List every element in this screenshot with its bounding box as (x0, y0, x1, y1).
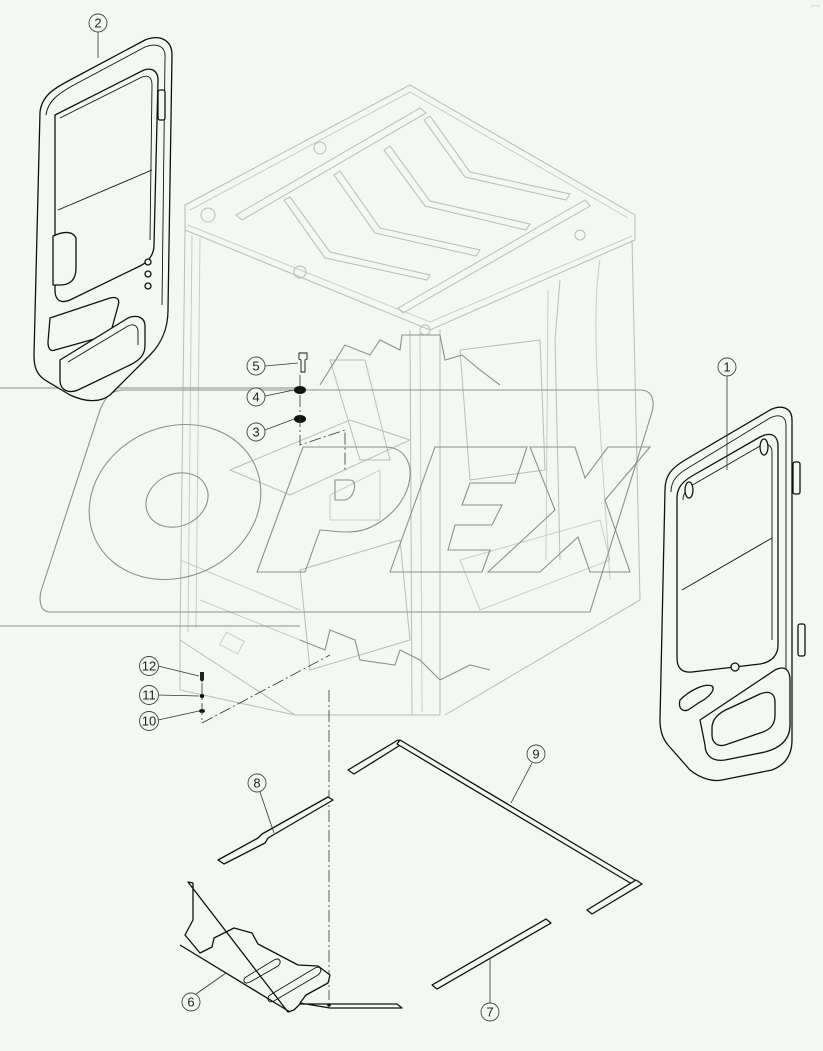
hardware-stack-lower (199, 654, 331, 724)
callout-7[interactable]: 7 (480, 1002, 500, 1022)
svg-text:12: 12 (142, 659, 156, 674)
corner-mark: ⌐¬ (810, 3, 819, 10)
svg-text:6: 6 (187, 995, 194, 1010)
callout-12[interactable]: 12 (139, 656, 159, 676)
callout-10[interactable]: 10 (139, 711, 159, 731)
callout-4[interactable]: 4 (246, 387, 266, 407)
svg-text:2: 2 (94, 16, 101, 31)
svg-text:4: 4 (252, 390, 259, 405)
svg-text:1: 1 (723, 360, 730, 375)
right-door (659, 406, 806, 782)
floor-mat (179, 881, 403, 1013)
left-door (33, 37, 173, 402)
callout-3[interactable]: 3 (246, 422, 266, 442)
svg-text:10: 10 (142, 714, 156, 729)
svg-text:9: 9 (532, 747, 539, 762)
seal-strip-rear (347, 739, 643, 915)
callout-2[interactable]: 2 (88, 13, 108, 33)
callout-1[interactable]: 1 (717, 357, 737, 377)
callout-11[interactable]: 11 (139, 685, 159, 705)
seal-strip-side (217, 796, 334, 865)
svg-text:7: 7 (486, 1005, 493, 1020)
callout-5[interactable]: 5 (246, 356, 266, 376)
callout-9[interactable]: 9 (526, 744, 546, 764)
svg-text:3: 3 (252, 425, 259, 440)
callout-8[interactable]: 8 (247, 773, 267, 793)
leader-lines (97, 32, 728, 1003)
svg-text:8: 8 (253, 776, 260, 791)
svg-text:11: 11 (142, 688, 156, 703)
seal-strip-front (431, 918, 552, 990)
svg-text:5: 5 (252, 359, 259, 374)
hardware-stack-upper (294, 352, 346, 470)
callout-6[interactable]: 6 (181, 992, 201, 1012)
cab-frame (0, 84, 641, 716)
